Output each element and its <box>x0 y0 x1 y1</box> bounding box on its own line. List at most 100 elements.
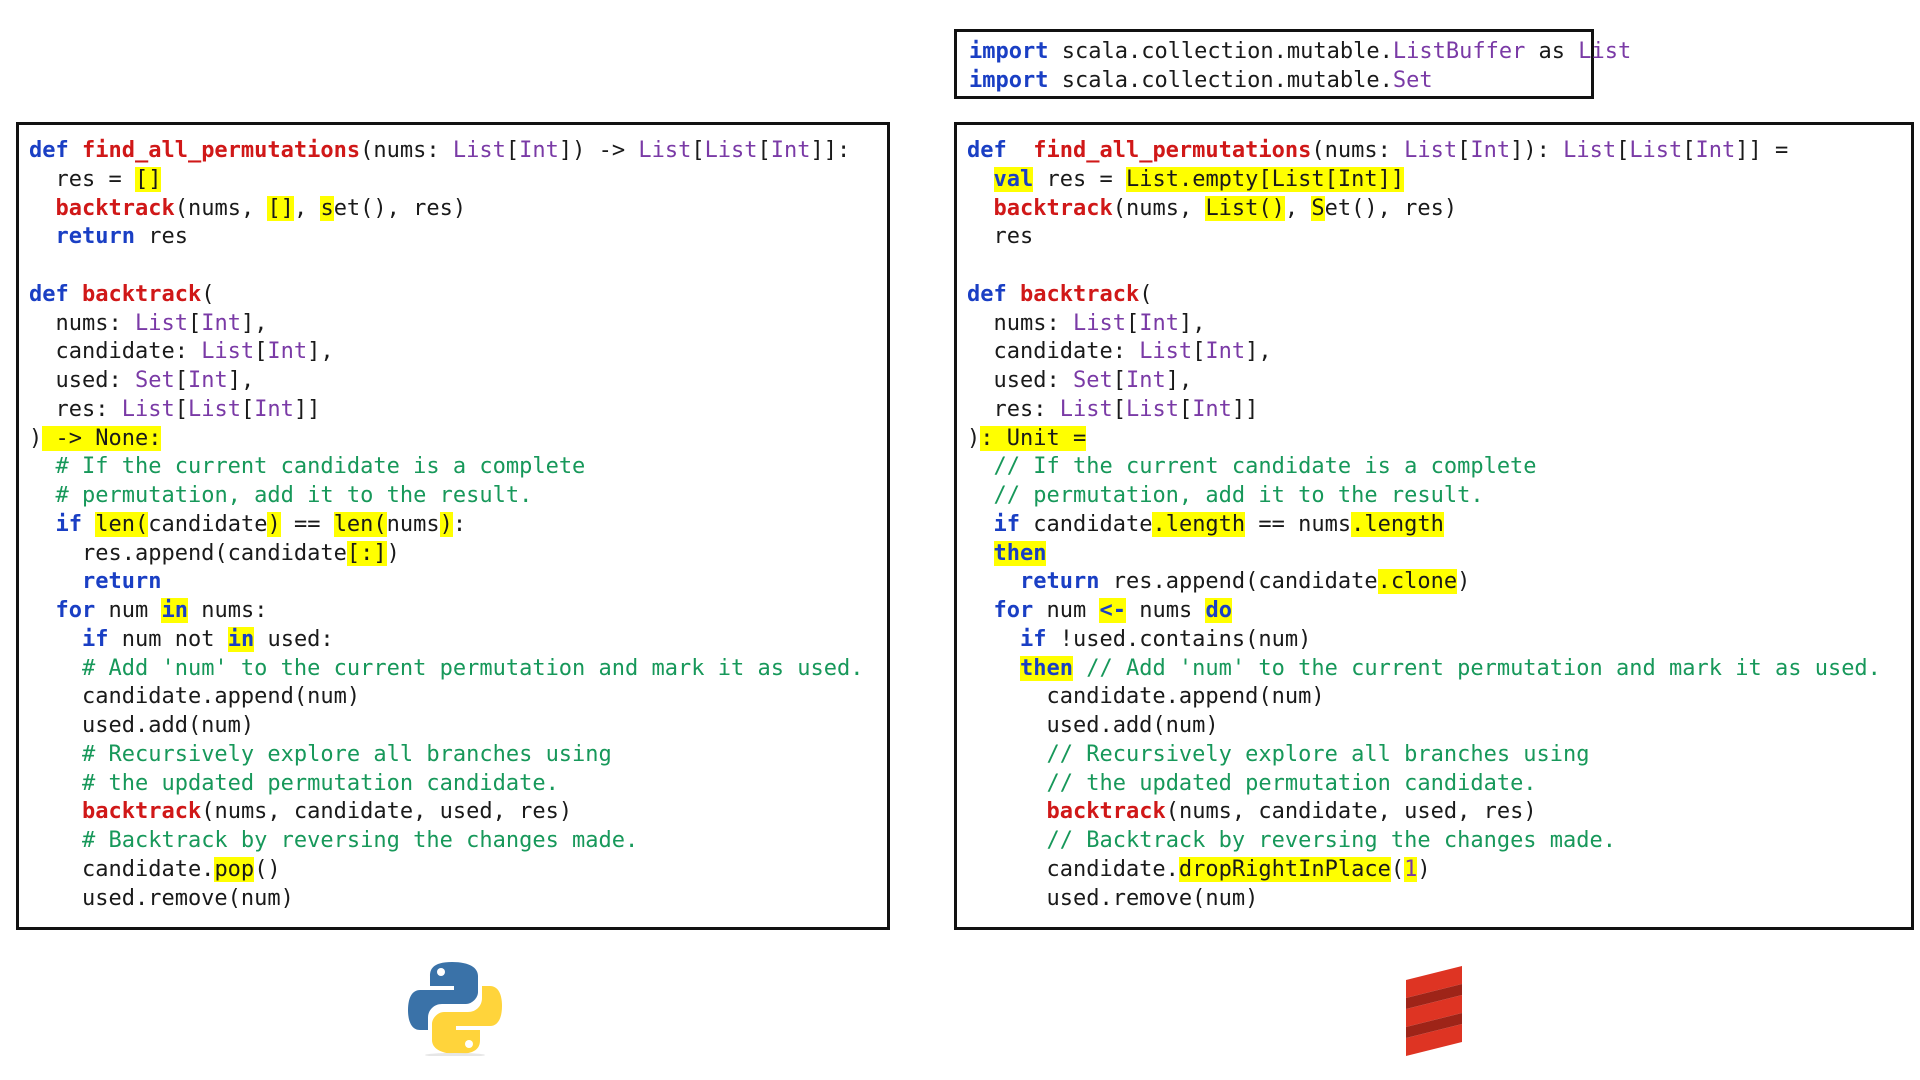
code-line: val res = List.empty[List[Int]] <box>967 166 1881 195</box>
code-line <box>29 252 863 281</box>
code-token: candidate.append(num) <box>29 684 361 710</box>
code-token: do <box>1205 598 1232 623</box>
code-token: List <box>1125 396 1179 422</box>
code-token: val <box>993 166 1034 192</box>
code-line: def backtrack( <box>967 281 1881 310</box>
code-line: # the updated permutation candidate. <box>29 770 863 799</box>
code-token: List <box>1139 339 1193 365</box>
code-token: ) <box>1417 856 1431 882</box>
code-token: num <box>1033 598 1100 623</box>
python-logo <box>408 962 502 1056</box>
code-token: List <box>121 396 175 422</box>
code-token: <- <box>1099 598 1126 623</box>
code-token: // Backtrack by reversing the changes ma… <box>1046 828 1617 853</box>
code-line: if candidate.length == nums.length <box>967 511 1881 540</box>
code-token: List <box>638 138 692 163</box>
code-token: ]] = <box>1735 138 1789 163</box>
code-token: !used.contains(num) <box>1046 626 1312 652</box>
code-token: res = <box>29 166 135 192</box>
scala-import-box: import scala.collection.mutable.ListBuff… <box>954 29 1631 99</box>
scala-code: def find_all_permutations(nums: List [ Int… <box>967 137 1881 913</box>
code-line: backtrack(nums, candidate, used, res) <box>967 798 1881 827</box>
code-token: Int <box>519 138 559 163</box>
code-token: ]] <box>1231 396 1259 422</box>
code-line: nums: List[Int], <box>29 310 863 339</box>
code-line: def find_all_permutations(nums: List[Int… <box>29 137 863 166</box>
code-token <box>29 771 82 796</box>
code-token <box>29 598 56 623</box>
code-token: Int <box>201 310 241 336</box>
code-token: List <box>1563 138 1617 163</box>
code-token: Int <box>1205 339 1246 365</box>
code-token: // Recursively explore all branches usin… <box>1046 741 1590 767</box>
code-line: if num not in used: <box>29 626 863 655</box>
code-token: [ <box>174 368 188 393</box>
code-token: res = <box>1033 166 1126 192</box>
code-line: return res <box>29 223 863 252</box>
code-line: // permutation, add it to the result. <box>967 482 1881 511</box>
code-line: backtrack(nums, candidate, used, res) <box>29 798 863 827</box>
code-line: candidate.pop() <box>29 856 863 885</box>
code-token: (nums: <box>1311 138 1405 163</box>
code-line: # Add 'num' to the current permutation a… <box>29 655 863 684</box>
code-token: Int <box>770 138 811 163</box>
code-token <box>967 799 1046 824</box>
code-token: import <box>969 39 1049 64</box>
code-token: in <box>227 626 255 652</box>
code-token <box>29 656 82 681</box>
code-token: Set <box>1072 368 1113 393</box>
code-token: as <box>1525 39 1579 64</box>
code-line: // the updated permutation candidate. <box>967 770 1881 799</box>
code-token: List <box>1578 39 1632 64</box>
code-token: (nums, <box>174 195 268 221</box>
code-token: List <box>1072 310 1126 336</box>
code-token: [ <box>187 310 202 336</box>
code-token: [ <box>1682 138 1696 163</box>
code-token: in <box>161 598 188 623</box>
code-token: find_all_permutations <box>1033 138 1312 163</box>
code-token: candidate. <box>29 856 215 882</box>
code-token: nums <box>1125 598 1206 623</box>
code-token: def <box>967 138 1034 163</box>
code-line: candidate.dropRightInPlace(1) <box>967 856 1881 885</box>
code-token <box>29 196 56 221</box>
code-token: ) <box>29 425 43 451</box>
code-token: : Unit = <box>980 425 1087 451</box>
code-line: def backtrack( <box>29 281 863 310</box>
code-token: [] <box>134 166 162 192</box>
code-token: # permutation, add it to the result. <box>55 483 533 508</box>
code-token: used: <box>967 368 1073 393</box>
code-token: res: <box>967 396 1060 422</box>
code-line: backtrack(nums, List(), Set(), res) <box>967 195 1881 224</box>
scala-logo <box>1406 966 1462 1056</box>
code-token: dropRightInPlace <box>1178 856 1391 882</box>
code-token: for <box>55 598 96 623</box>
code-line: for num in nums: <box>29 597 863 626</box>
import-code: import scala.collection.mutable.ListBuff… <box>969 38 1631 96</box>
code-line: candidate: List[Int], <box>29 338 863 367</box>
code-token: ) <box>439 511 453 537</box>
code-token: return <box>1019 569 1100 595</box>
code-token: // permutation, add it to the result. <box>993 483 1484 508</box>
code-token: List <box>134 310 188 336</box>
code-token: return <box>81 569 162 595</box>
code-token: if <box>81 626 109 652</box>
code-token: # Add 'num' to the current permutation a… <box>81 655 864 681</box>
code-token: scala.collection.mutable. <box>1048 39 1393 64</box>
code-line: used: Set[Int], <box>967 367 1881 396</box>
code-token: -> None: <box>42 425 162 451</box>
code-token: import <box>969 67 1049 93</box>
code-line: candidate: List[Int], <box>967 338 1881 367</box>
code-token: res: <box>29 396 122 422</box>
code-token: // Add 'num' to the current permutation … <box>1086 655 1881 681</box>
python-code-box: def find_all_permutations(nums: List[Int… <box>16 122 890 930</box>
code-token: 1 <box>1404 856 1418 882</box>
code-token: Int <box>187 368 228 393</box>
code-token: used.remove(num) <box>29 885 294 911</box>
code-token: Int <box>254 396 294 422</box>
code-token <box>29 483 56 508</box>
code-line: backtrack(nums, [], set(), res) <box>29 195 863 224</box>
code-token: for <box>993 598 1034 623</box>
code-line: import scala.collection.mutable.ListBuff… <box>969 38 1631 67</box>
code-token: List.empty[List[Int]] <box>1125 166 1405 192</box>
